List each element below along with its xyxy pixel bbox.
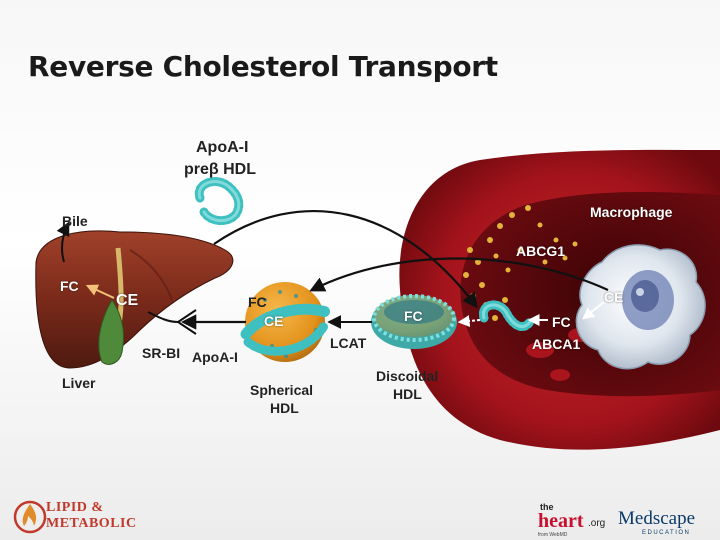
lipid-metabolic-logo: LIPID & METABOLIC <box>10 497 170 537</box>
lipid-logo-line2: METABOLIC <box>46 516 137 531</box>
abcg1-label: ABCG1 <box>516 243 566 259</box>
theheart-logo: the heart .org from WebMD <box>536 502 616 538</box>
abca1-label: ABCA1 <box>532 336 581 352</box>
sr-bi-label: SR-BI <box>142 345 181 361</box>
apoa1-bottom-label: ApoA-I <box>192 349 238 365</box>
prebeta-hdl-particle <box>194 177 244 225</box>
theheart-logo-the: the <box>540 502 554 512</box>
spherical-hdl-label-line2: HDL <box>270 400 299 416</box>
pathway-arrows <box>56 209 609 335</box>
liver-ce-label: CE <box>116 292 139 309</box>
macrophage-ce-label: CE <box>604 289 624 305</box>
spherical-ce-label: CE <box>264 313 284 329</box>
spherical-hdl-label-line1: Spherical <box>250 382 314 398</box>
lipid-poor-apoa1-particle <box>478 300 535 331</box>
discoidal-hdl-label-line2: HDL <box>393 386 422 402</box>
medscape-logo-word: Medscape <box>618 508 696 529</box>
apoa1-top-label: ApoA-I <box>196 139 249 156</box>
flame-logo-icon <box>13 500 47 534</box>
theheart-logo-from: from WebMD <box>538 532 568 538</box>
discoidal-hdl-particle <box>371 294 457 349</box>
theheart-logo-org: .org <box>588 518 606 529</box>
theheart-logo-heart: heart <box>538 510 584 532</box>
medscape-logo: Medscape EDUCATION <box>618 508 718 538</box>
discoidal-fc-label: FC <box>404 308 423 324</box>
medscape-logo-sub: EDUCATION <box>642 530 691 536</box>
spherical-hdl-particle <box>240 282 332 362</box>
liver-organ <box>35 230 234 369</box>
bile-label: Bile <box>62 213 88 229</box>
macrophage-label: Macrophage <box>590 204 673 220</box>
lipid-logo-line1: LIPID & <box>46 500 104 515</box>
liver-label: Liver <box>62 375 96 391</box>
macrophage-cell <box>575 244 706 370</box>
lcat-label: LCAT <box>330 335 367 351</box>
macrophage-fc-label: FC <box>552 314 571 330</box>
discoidal-hdl-label-line1: Discoidal <box>376 368 439 384</box>
page-title: Reverse Cholesterol Transport <box>28 50 498 83</box>
liver-fc-label: FC <box>60 278 79 294</box>
prebeta-hdl-label: preβ HDL <box>184 161 256 178</box>
spherical-fc-label: FC <box>248 294 267 310</box>
